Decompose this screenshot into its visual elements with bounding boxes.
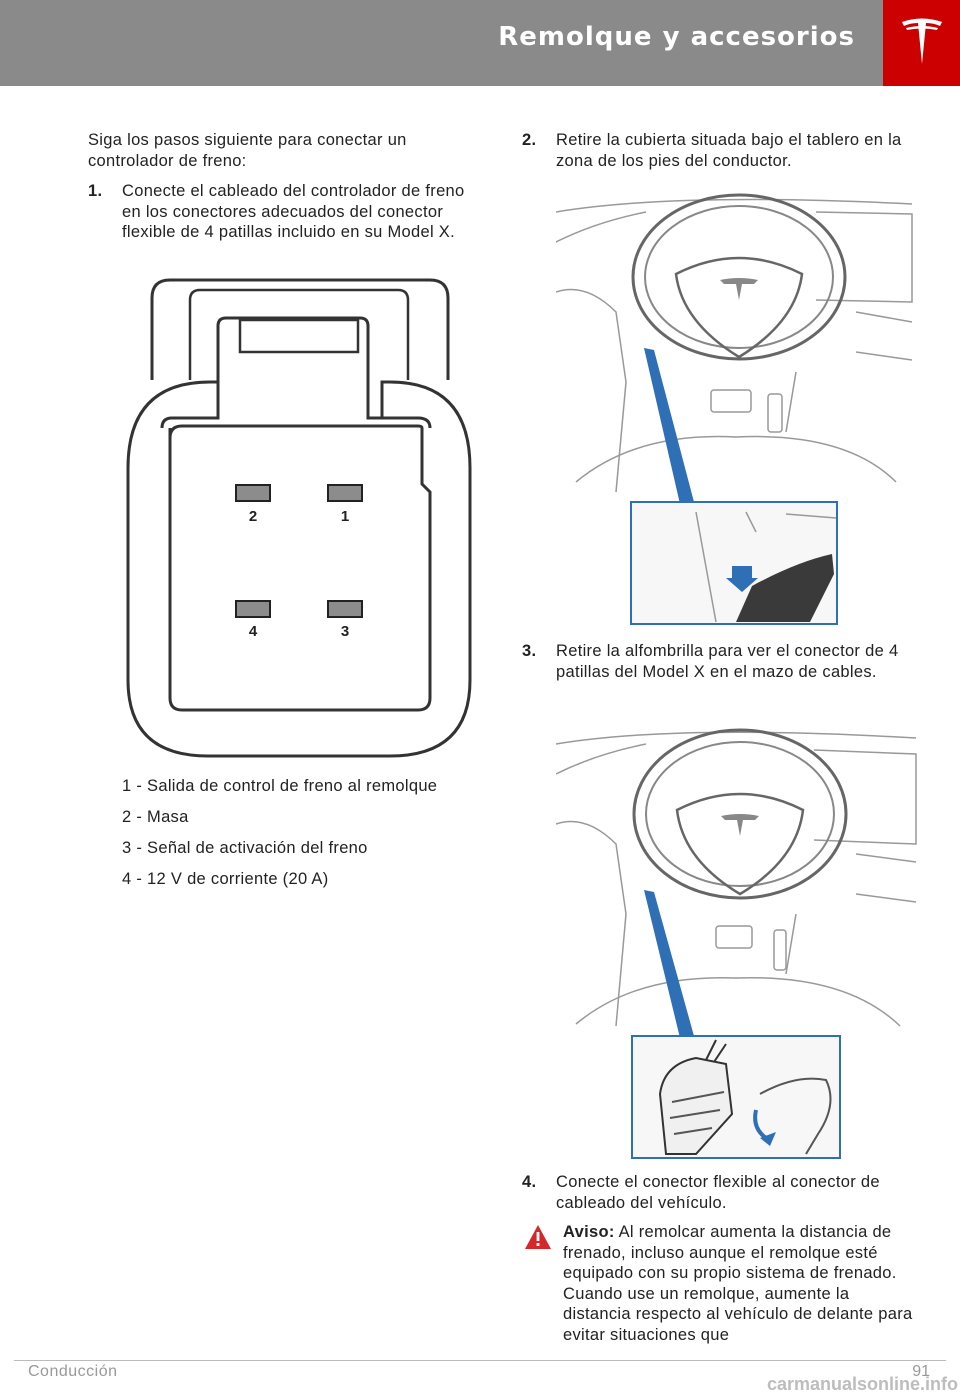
step-number: 3.: [522, 642, 537, 660]
warning-label: Aviso:: [563, 1223, 615, 1241]
warning-triangle-icon: [525, 1225, 551, 1249]
harness-connector-illustration: [556, 728, 917, 1159]
step-number: 2.: [522, 131, 537, 149]
step-text: Retire la alfombrilla para ver el conect…: [556, 642, 899, 681]
connector-pinout-diagram: 2 1 4 3: [126, 278, 472, 758]
page-header: Remolque y accesorios: [0, 0, 883, 86]
footer-section: Conducción: [28, 1363, 118, 1380]
pin-label: 2: [249, 508, 257, 525]
step-2: 2. Retire la cubierta situada bajo el ta…: [522, 130, 914, 171]
intro-text: Siga los pasos siguiente para conectar u…: [88, 131, 407, 170]
footer-divider: [14, 1360, 946, 1361]
pin-label: 4: [249, 623, 258, 640]
tesla-logo-icon: [902, 18, 942, 64]
warning-note: Aviso: Al remolcar aumenta la distancia …: [522, 1222, 914, 1345]
watermark: carmanualsonline.info: [766, 1374, 958, 1394]
dashboard-cover-illustration: [556, 193, 913, 625]
section-title: Remolque y accesorios: [498, 22, 855, 52]
pin-label: 1: [341, 508, 349, 525]
warning-text: Aviso: Al remolcar aumenta la distancia …: [522, 1222, 914, 1345]
pin-legend: 1 - Salida de control de freno al remolq…: [122, 776, 482, 900]
legend-item: 1 - Salida de control de freno al remolq…: [122, 777, 438, 795]
page-number: 91: [912, 1363, 930, 1380]
brand-logo-box: [883, 0, 960, 86]
step-4: 4. Conecte el conector flexible al conec…: [522, 1172, 914, 1213]
step-text: Conecte el conector flexible al conector…: [556, 1173, 880, 1212]
step-text: Conecte el cableado del controlador de f…: [122, 182, 465, 241]
pin-label: 3: [341, 623, 349, 640]
step-number: 4.: [522, 1173, 537, 1191]
legend-item: 4 - 12 V de corriente (20 A): [122, 870, 329, 888]
legend-item: 2 - Masa: [122, 808, 189, 826]
step-number: 1.: [88, 182, 103, 200]
step-text: Retire la cubierta situada bajo el table…: [556, 131, 902, 170]
legend-item: 3 - Señal de activación del freno: [122, 839, 368, 857]
step-1: 1. Conecte el cableado del controlador d…: [88, 181, 480, 243]
step-3: 3. Retire la alfombrilla para ver el con…: [522, 641, 914, 682]
warning-body: Al remolcar aumenta la distancia de fren…: [563, 1223, 913, 1344]
left-column: Siga los pasos siguiente para conectar u…: [88, 130, 480, 243]
